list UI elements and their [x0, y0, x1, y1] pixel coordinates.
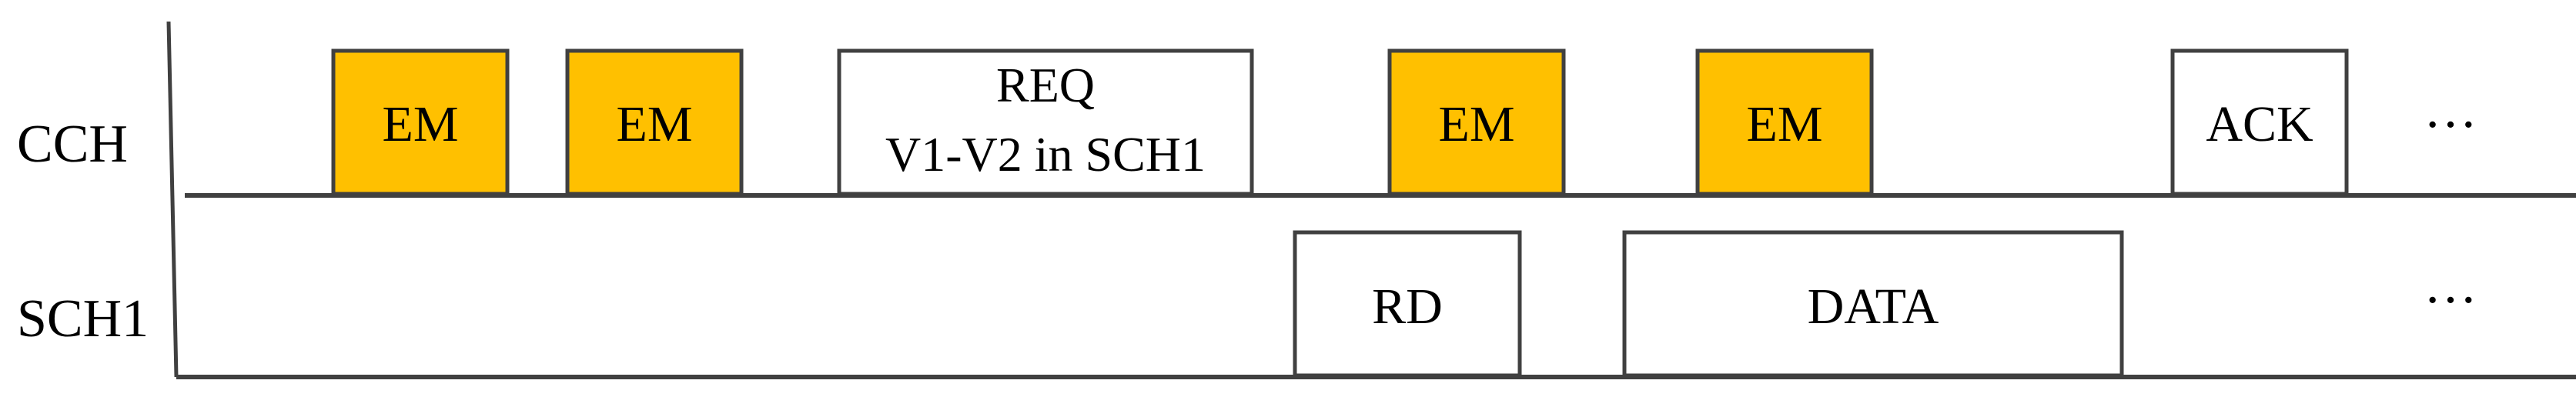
frame-cch-em-1-label: EM	[383, 96, 459, 152]
frame-cch-em-3-label: EM	[1439, 96, 1515, 152]
frame-cch-req-label-line1: REQ	[996, 58, 1095, 112]
frame-cch-ack	[2170, 48, 2349, 196]
frame-sch1-data-label: DATA	[1808, 279, 1939, 335]
frame-cch-em-3	[1387, 48, 1566, 196]
vertical-axis	[166, 21, 179, 378]
channel-label-cch: CCH	[17, 115, 128, 174]
frame-cch-ack-label: ACK	[2206, 96, 2313, 152]
continuation-cch: ···	[2424, 95, 2477, 155]
frame-cch-req-label-line2: V1-V2 in SCH1	[885, 127, 1206, 182]
frame-cch-em-2-label: EM	[617, 96, 693, 152]
channel-cch: CCH EM EM REQ V1-V2 in SCH1 EM EM ACK ··…	[17, 48, 2576, 198]
continuation-sch1: ···	[2424, 271, 2477, 330]
frame-sch1-data	[1622, 230, 2124, 378]
frame-cch-em-4-label: EM	[1747, 96, 1823, 152]
frame-cch-em-1	[331, 48, 510, 196]
channel-sch1: SCH1 RD DATA ···	[17, 230, 2576, 379]
frame-cch-req	[837, 48, 1254, 196]
frame-sch1-rd	[1293, 230, 1522, 378]
frame-sch1-rd-label: RD	[1372, 279, 1443, 335]
frame-cch-em-2	[565, 48, 744, 196]
channel-label-sch1: SCH1	[17, 289, 149, 349]
